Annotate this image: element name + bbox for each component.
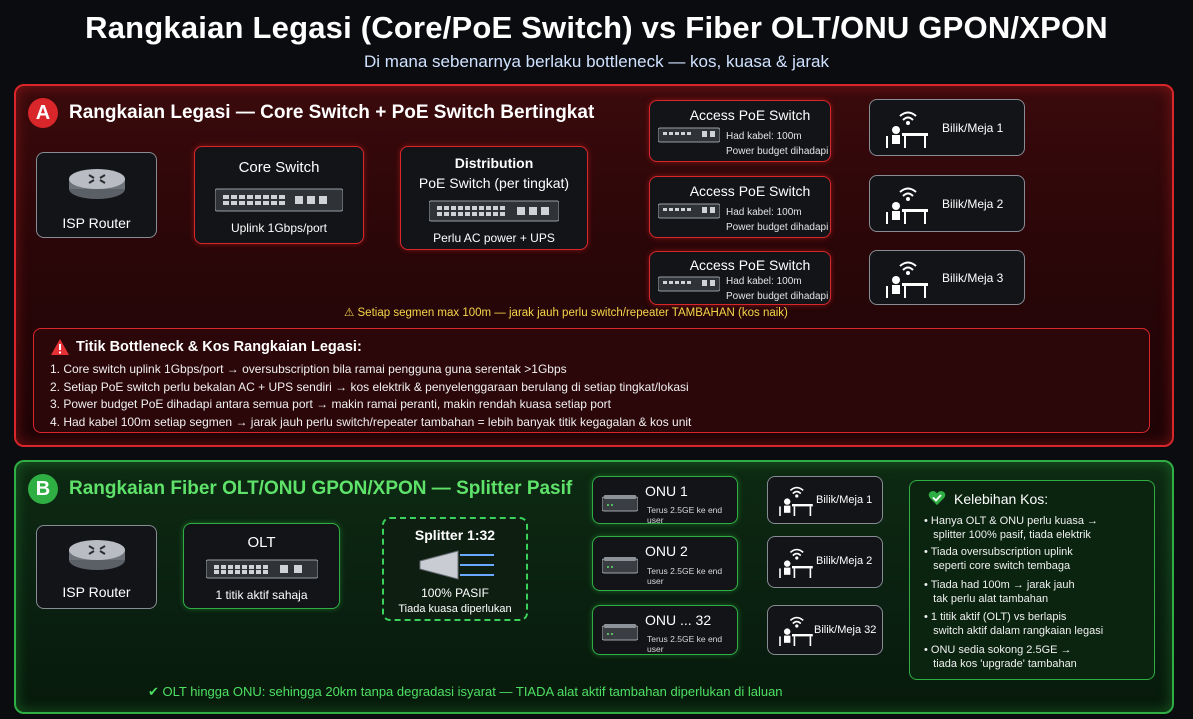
desk-wifi-icon xyxy=(779,486,813,516)
access-power-budget: Power budget dihadapi xyxy=(726,222,829,233)
access-title: Access PoE Switch xyxy=(689,257,811,273)
advantage-item: • ONU sedia sokong 2.5GE → tiada kos 'up… xyxy=(924,644,1077,670)
splitter-box[interactable]: Splitter 1:32 100% PASIF Tiada kuasa dip… xyxy=(382,517,528,621)
isp-router-label: ISP Router xyxy=(62,215,131,231)
onu-caption: Terus 2.5GE ke end user xyxy=(647,634,723,654)
olt-title: OLT xyxy=(247,534,276,551)
section-a-badge: A xyxy=(28,98,58,128)
segment-warning: ⚠ Setiap segmen max 100m — jarak jauh pe… xyxy=(344,305,788,319)
core-switch-box[interactable]: Core Switch Uplink 1Gbps/port xyxy=(194,146,364,244)
olt-box[interactable]: OLT 1 titik aktif sahaja xyxy=(183,523,340,609)
access-cable-limit: Had kabel: 100m xyxy=(726,276,802,287)
onu-title: ONU 2 xyxy=(645,543,688,559)
onu-title: ONU ... 32 xyxy=(645,612,712,628)
desk-wifi-icon xyxy=(779,616,813,646)
isp-router-box-b[interactable]: ISP Router xyxy=(36,525,157,609)
switch-icon xyxy=(215,188,343,212)
onu-caption: Terus 2.5GE ke end user xyxy=(647,566,723,586)
onu-caption: Terus 2.5GE ke end user xyxy=(647,505,723,525)
advantages-panel: Kelebihan Kos: • Hanya OLT & ONU perlu k… xyxy=(909,480,1155,680)
splitter-no-power: Tiada kuasa diperlukan xyxy=(398,603,512,615)
desk-box-3[interactable]: Bilik/Meja 3 xyxy=(869,250,1025,305)
bottleneck-item: 3. Power budget PoE dihadapi antara semu… xyxy=(50,397,611,411)
isp-router-box-a[interactable]: ISP Router xyxy=(36,152,157,238)
fiber-desk-box-2[interactable]: Bilik/Meja 2 xyxy=(767,536,883,588)
switch-icon xyxy=(658,203,720,219)
distribution-title-1: Distribution xyxy=(454,155,534,171)
splitter-icon xyxy=(419,550,494,580)
bottleneck-title: Titik Bottleneck & Kos Rangkaian Legasi: xyxy=(76,339,362,355)
fiber-distance-note: ✔ OLT hingga ONU: sehingga 20km tanpa de… xyxy=(148,684,783,699)
core-switch-caption: Uplink 1Gbps/port xyxy=(230,221,328,235)
advantage-item: • 1 titik aktif (OLT) vs berlapis switch… xyxy=(924,611,1104,637)
page-title: Rangkaian Legasi (Core/PoE Switch) vs Fi… xyxy=(85,10,1108,45)
access-power-budget: Power budget dihadapi xyxy=(726,291,829,302)
distribution-title-2: PoE Switch (per tingkat) xyxy=(418,175,570,191)
bottleneck-panel: Titik Bottleneck & Kos Rangkaian Legasi:… xyxy=(33,328,1150,433)
section-a-title: Rangkaian Legasi — Core Switch + PoE Swi… xyxy=(69,102,595,123)
access-poe-switch-1[interactable]: Access PoE Switch Had kabel: 100m Power … xyxy=(649,100,831,162)
desk-label: Bilik/Meja 2 xyxy=(942,197,1004,211)
advantage-item: • Tiada had 100m → jarak jauh tak perlu … xyxy=(924,579,1075,605)
isp-router-label: ISP Router xyxy=(62,584,131,600)
desk-wifi-icon xyxy=(886,261,928,298)
onu-box-1[interactable]: ONU 1 Terus 2.5GE ke end user xyxy=(592,476,738,525)
onu-device-icon xyxy=(602,495,638,512)
onu-device-icon xyxy=(602,557,638,574)
access-poe-switch-2[interactable]: Access PoE Switch Had kabel: 100m Power … xyxy=(649,176,831,238)
onu-title: ONU 1 xyxy=(645,483,688,499)
desk-wifi-icon xyxy=(779,548,813,578)
advantage-item: • Hanya OLT & ONU perlu kuasa → splitter… xyxy=(924,515,1099,541)
onu-box-2[interactable]: ONU 2 Terus 2.5GE ke end user xyxy=(592,536,738,591)
access-cable-limit: Had kabel: 100m xyxy=(726,131,802,142)
access-title: Access PoE Switch xyxy=(689,107,811,123)
distribution-caption: Perlu AC power + UPS xyxy=(433,231,555,245)
router-icon xyxy=(69,540,125,570)
heart-check-icon xyxy=(928,491,946,505)
bottleneck-item: 1. Core switch uplink 1Gbps/port → overs… xyxy=(50,362,567,376)
bottleneck-item: 2. Setiap PoE switch perlu bekalan AC + … xyxy=(50,380,689,394)
access-power-budget: Power budget dihadapi xyxy=(726,146,829,157)
access-poe-switch-3[interactable]: Access PoE Switch Had kabel: 100m Power … xyxy=(649,251,831,305)
distribution-switch-box[interactable]: Distribution PoE Switch (per tingkat) Pe… xyxy=(400,146,588,250)
segment-warning-text: Setiap segmen max 100m — jarak jauh perl… xyxy=(357,307,788,319)
fiber-desk-box-1[interactable]: Bilik/Meja 1 xyxy=(767,476,883,524)
desk-label: Bilik/Meja 3 xyxy=(942,271,1004,285)
desk-label: Bilik/Meja 2 xyxy=(816,555,873,567)
splitter-title: Splitter 1:32 xyxy=(414,527,496,543)
warning-icon xyxy=(51,339,69,355)
desk-wifi-icon xyxy=(886,187,928,224)
access-title: Access PoE Switch xyxy=(689,183,811,199)
onu-device-icon xyxy=(602,624,638,641)
desk-label: Bilik/Meja 32 xyxy=(814,624,877,636)
desk-label: Bilik/Meja 1 xyxy=(942,121,1004,135)
advantage-item: • Tiada oversubscription uplink seperti … xyxy=(924,546,1073,572)
core-switch-title: Core Switch xyxy=(238,159,320,176)
fiber-desk-box-32[interactable]: Bilik/Meja 32 xyxy=(767,605,883,655)
section-b-badge: B xyxy=(28,474,58,504)
poe-switch-icon xyxy=(429,200,559,222)
bottleneck-item: 4. Had kabel 100m setiap segmen → jarak … xyxy=(50,415,692,429)
splitter-passive: 100% PASIF xyxy=(421,586,489,600)
desk-label: Bilik/Meja 1 xyxy=(816,494,873,506)
olt-device-icon xyxy=(206,559,318,579)
access-cable-limit: Had kabel: 100m xyxy=(726,207,802,218)
switch-icon xyxy=(658,276,720,292)
router-icon xyxy=(69,169,125,199)
warning-icon: ⚠ xyxy=(344,307,358,319)
olt-caption: 1 titik aktif sahaja xyxy=(215,588,308,602)
page-subtitle: Di mana sebenarnya berlaku bottleneck — … xyxy=(364,52,829,71)
desk-wifi-icon xyxy=(886,111,928,148)
switch-icon xyxy=(658,127,720,143)
desk-box-1[interactable]: Bilik/Meja 1 xyxy=(869,99,1025,156)
section-b-title: Rangkaian Fiber OLT/ONU GPON/XPON — Spli… xyxy=(69,478,573,499)
advantages-title: Kelebihan Kos: xyxy=(954,491,1049,507)
onu-box-32[interactable]: ONU ... 32 Terus 2.5GE ke end user xyxy=(592,605,738,655)
desk-box-2[interactable]: Bilik/Meja 2 xyxy=(869,175,1025,232)
